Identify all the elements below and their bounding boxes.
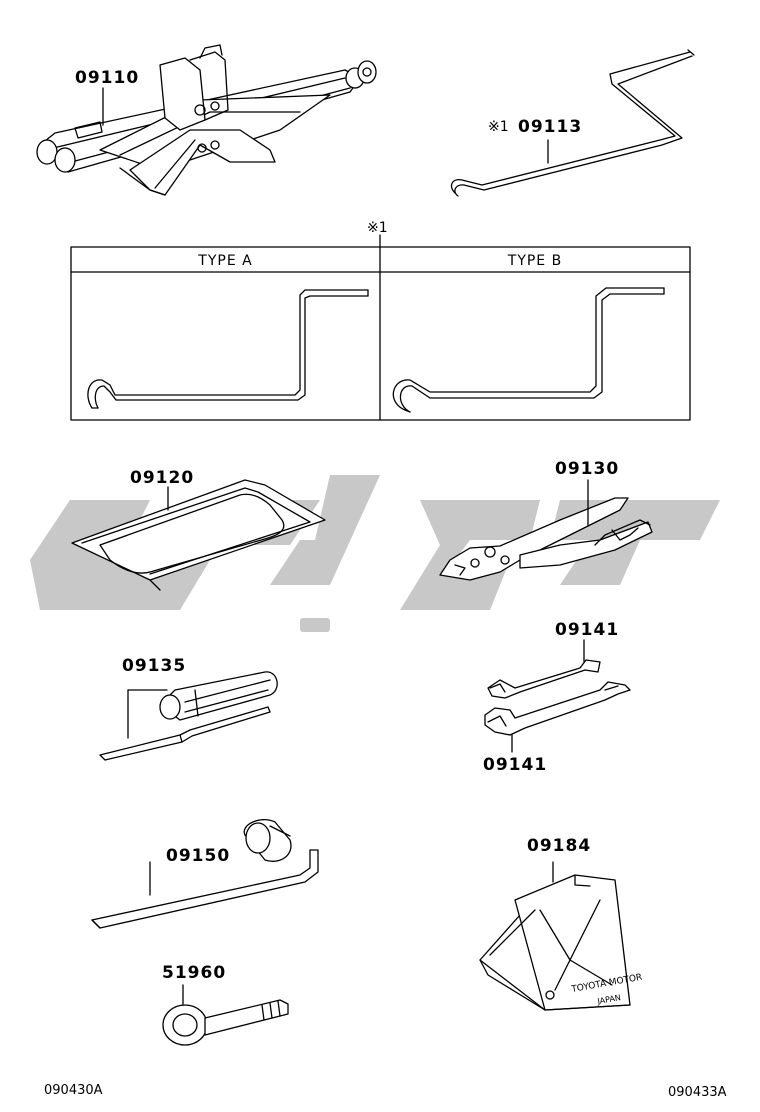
tool-bag-drawing: [71, 479, 326, 591]
part-label-tool-bag: 09120: [130, 468, 195, 488]
jack-handle-drawing: [450, 49, 695, 197]
leader-lines: [102, 87, 589, 896]
triangle-drawing: [479, 861, 631, 1011]
part-label-wrench-bottom: 09141: [483, 755, 548, 775]
part-note-jack-handle: ※1: [488, 119, 509, 135]
type-b-header: TYPE B: [507, 253, 563, 269]
footer-code-right: 090433A: [668, 1085, 727, 1100]
part-label-jack-handle: 09113: [518, 117, 583, 137]
wrench-bottom-drawing: [484, 681, 631, 753]
type-b-handle-drawing: [392, 287, 665, 413]
wrench-top-drawing: [487, 659, 601, 699]
wheel-nut-wrench-drawing: [91, 819, 319, 929]
pliers-drawing: [439, 497, 653, 581]
part-label-pliers: 09130: [555, 459, 620, 479]
part-label-wheel-nut-wrench: 09150: [166, 846, 231, 866]
towing-eye-drawing: [162, 984, 289, 1046]
type-table-note: ※1: [367, 220, 388, 236]
part-label-wrench-top: 09141: [555, 620, 620, 640]
footer-code-left: 090430A: [44, 1083, 103, 1098]
triangle-print-line2: JAPAN: [596, 993, 622, 1006]
type-a-header: TYPE A: [198, 253, 253, 269]
scissor-jack-drawing: [36, 44, 377, 196]
type-a-handle-drawing: [87, 289, 369, 409]
type-table: [70, 234, 691, 421]
screwdriver-drawing: [99, 671, 278, 761]
part-label-triangle: 09184: [527, 836, 592, 856]
part-label-screwdriver: 09135: [122, 656, 187, 676]
part-label-towing-eye: 51960: [162, 963, 227, 983]
part-label-jack: 09110: [75, 68, 140, 88]
